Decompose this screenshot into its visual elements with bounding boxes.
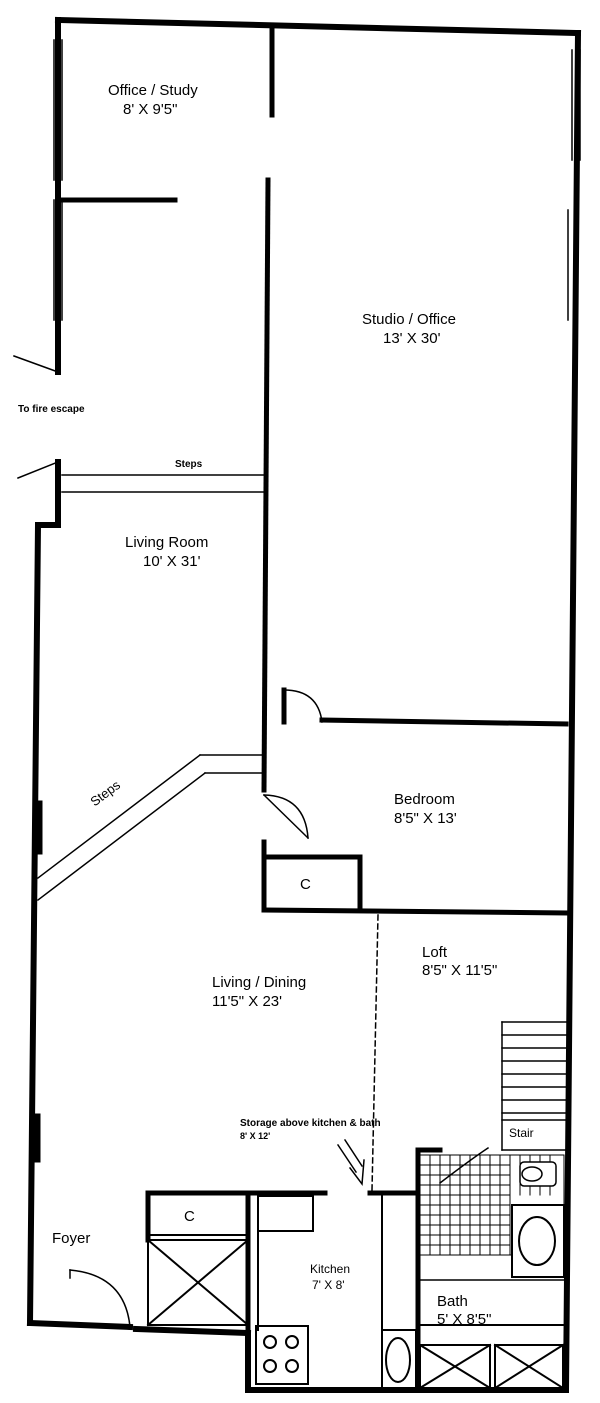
stove-burners	[263, 1335, 299, 1373]
storage-label: Storage above kitchen & bath	[240, 1118, 381, 1129]
room-label-bedroom: Bedroom	[394, 791, 455, 808]
room-dims-living-dining: 11'5" X 23'	[212, 993, 282, 1010]
steps-top	[61, 474, 266, 493]
fire-escape-door	[13, 355, 59, 479]
door-swings	[69, 689, 490, 1328]
room-label-living-room: Living Room	[125, 534, 209, 551]
bath-storage	[418, 1343, 565, 1390]
room-dims-kitchen: 7' X 8'	[312, 1278, 345, 1292]
fire-escape-label: To fire escape	[18, 404, 85, 415]
room-label-loft: Loft	[422, 944, 448, 961]
room-label-bath: Bath	[437, 1293, 468, 1310]
room-dims-living-room: 10' X 31'	[143, 553, 201, 570]
stair-treads	[501, 1021, 567, 1151]
room-label-living-dining: Living / Dining	[212, 974, 307, 991]
storage-dims: 8' X 12'	[240, 1131, 271, 1141]
windows	[53, 39, 581, 321]
room-label-studio-office: Studio / Office	[362, 311, 456, 328]
room-label-kitchen: Kitchen	[310, 1262, 351, 1276]
room-dims-bedroom: 8'5" X 13'	[394, 810, 457, 827]
room-dims-loft: 8'5" X 11'5"	[422, 962, 498, 979]
bath-sink	[511, 1204, 565, 1278]
steps-diagonal	[36, 753, 263, 902]
kitchen-counters	[146, 1192, 417, 1391]
closet-bedroom-label: C	[300, 876, 311, 893]
steps-top-label: Steps	[175, 459, 203, 470]
loft-divider	[371, 914, 379, 1191]
room-dims-office-study: 8' X 9'5"	[123, 101, 178, 118]
room-label-foyer: Foyer	[52, 1230, 91, 1247]
room-dims-bath: 5' X 8'5"	[437, 1311, 492, 1328]
wall-piers	[31, 800, 43, 1163]
room-label-office-study: Office / Study	[108, 82, 198, 99]
stair-label: Stair	[509, 1126, 534, 1140]
toilet	[519, 1161, 557, 1187]
storage-arrow	[336, 1138, 365, 1187]
closet-kitchen-label: C	[184, 1208, 195, 1225]
room-dims-studio-office: 13' X 30'	[383, 330, 441, 347]
